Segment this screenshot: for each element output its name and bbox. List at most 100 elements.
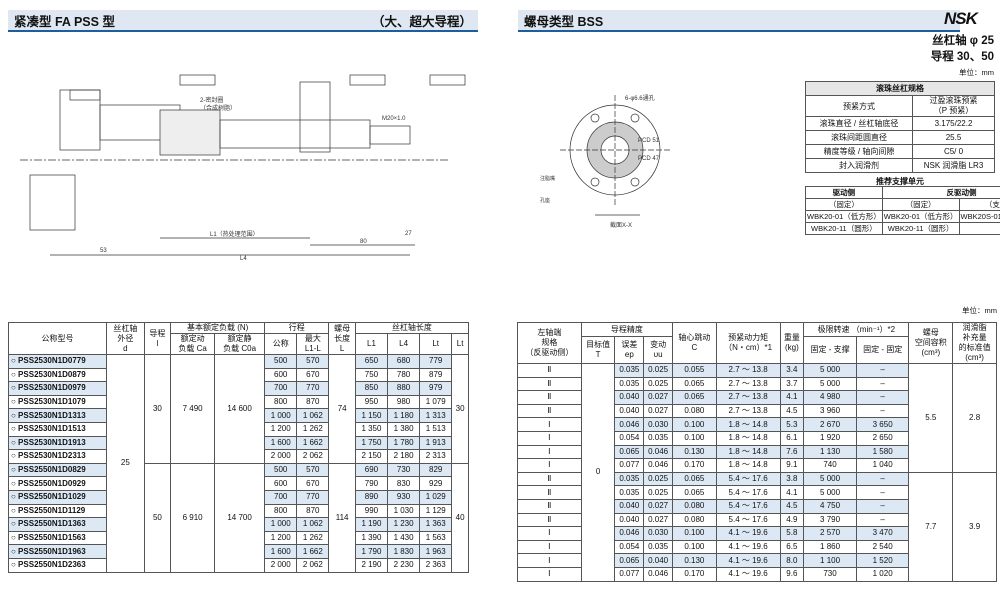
model-cell: ○ PSS2530N1D0879 xyxy=(8,367,107,383)
spec-value: 3.175/22.2 xyxy=(912,116,995,131)
stroke-nominal-cell: 700 xyxy=(264,381,298,396)
nut-section-drawing: 截面X-X PCD 51 PCD 47 6-φ6.6通孔 注脂嘴 孔座 xyxy=(540,94,670,229)
shaft-length-cell: 930 xyxy=(387,489,421,505)
stroke-max-cell: 1 262 xyxy=(296,421,330,437)
lt-cell: 30 xyxy=(451,354,469,464)
shaft-length-cell: 1 963 xyxy=(419,544,453,559)
var-cell: 0.040 xyxy=(643,553,674,568)
err-cell: 0.035 xyxy=(614,471,645,487)
model-cell: ○ PSS2530N1D1513 xyxy=(8,421,107,437)
col-L4: L4 xyxy=(387,333,421,355)
model-cell: ○ PSS2550N1D1129 xyxy=(8,503,107,519)
lead-cell: 30 xyxy=(143,354,172,464)
stroke-nominal-cell: 2 000 xyxy=(264,557,298,573)
stroke-max-cell: 2 062 xyxy=(296,449,330,464)
stroke-max-cell: 570 xyxy=(296,354,330,369)
speed-fix-sup-cell: 5 000 xyxy=(803,363,857,378)
torque-cell: 5.4 ～ 17.6 xyxy=(715,512,781,528)
spec-heading: 丝杠轴 φ 25 导程 30、50 单位：mm xyxy=(931,33,994,81)
nut-section xyxy=(159,109,221,156)
config-cell: Ⅰ xyxy=(517,444,582,460)
target-cell: 0 xyxy=(580,363,616,582)
support-opp-support: （支撑） xyxy=(958,198,1000,211)
speed-fix-sup-cell: 730 xyxy=(803,566,857,582)
support-cell: WBK20-01（低方形） xyxy=(881,210,960,223)
speed-fix-sup-cell: 3 790 xyxy=(803,512,857,528)
config-cell: Ⅱ xyxy=(517,471,582,487)
var-cell: 0.035 xyxy=(643,430,674,446)
runout-cell: 0.065 xyxy=(672,485,717,500)
speed-fix-fix-cell: – xyxy=(855,390,910,405)
col-load: 基本额定负载 (N) xyxy=(170,322,266,334)
col-var: 变动 υu xyxy=(643,336,674,364)
col-shaftlen: 丝杠轴长度 xyxy=(354,322,470,334)
config-cell: Ⅰ xyxy=(517,566,582,582)
support-cell: WBK20-11（圆形） xyxy=(805,222,883,235)
runout-cell: 0.080 xyxy=(672,512,717,528)
label-L1: L1（热处理范围） xyxy=(210,230,259,238)
table-unit: 单位：mm xyxy=(962,306,997,315)
label-pcd47: PCD 47 xyxy=(638,156,660,162)
shaft-dia-cell: 25 xyxy=(106,354,145,573)
err-cell: 0.054 xyxy=(614,539,645,555)
shaft-length-cell: 990 xyxy=(354,503,389,519)
shaft-length-cell: 850 xyxy=(354,381,389,396)
support-drive: 驱动侧 xyxy=(805,186,883,199)
torque-cell: 1.8 ～ 14.8 xyxy=(715,458,781,473)
weight-cell: 3.4 xyxy=(779,363,805,378)
col-L5: Lt xyxy=(419,333,453,355)
shaft-length-cell: 1 830 xyxy=(387,544,421,559)
col-fix-sup: 固定 - 支撑 xyxy=(803,336,857,364)
label-grease: 注脂嘴 xyxy=(540,175,555,182)
col-runout: 轴心跳动 C xyxy=(672,322,717,364)
config-cell: Ⅰ xyxy=(517,430,582,446)
label-pcd51: PCD 51 xyxy=(638,138,660,144)
config-cell: Ⅱ xyxy=(517,376,582,392)
label-holes: 6-φ6.6通孔 xyxy=(625,94,655,102)
col-grease: 润滑脂 补充量 的标准值 (cm³) xyxy=(952,322,997,364)
bolt-hole xyxy=(590,177,600,187)
runout-cell: 0.065 xyxy=(672,390,717,405)
label-resin: （合成树脂） xyxy=(200,104,236,112)
var-cell: 0.046 xyxy=(643,566,674,582)
err-cell: 0.077 xyxy=(614,566,645,582)
weight-cell: 7.6 xyxy=(779,444,805,460)
config-cell: Ⅰ xyxy=(517,526,582,541)
var-cell: 0.025 xyxy=(643,485,674,500)
support-cell: WBK20S-01（低方形） xyxy=(958,210,1000,223)
shaft-length-cell: 1 563 xyxy=(419,530,453,546)
torque-cell: 2.7 ～ 13.8 xyxy=(715,403,781,419)
speed-fix-fix-cell: 1 040 xyxy=(855,458,910,473)
runout-cell: 0.170 xyxy=(672,566,717,582)
shaft-length-cell: 1 313 xyxy=(419,408,453,423)
stroke-max-cell: 1 262 xyxy=(296,530,330,546)
ca-cell: 6 910 xyxy=(170,462,216,573)
grease-cell: 2.8 xyxy=(952,363,997,473)
weight-cell: 9.1 xyxy=(779,458,805,473)
speed-fix-fix-cell: – xyxy=(855,498,910,514)
speed-fix-fix-cell: 2 540 xyxy=(855,539,910,555)
col-weight: 重量 (kg) xyxy=(779,322,805,364)
model-cell: ○ PSS2550N1D1563 xyxy=(8,530,107,546)
shaft-length-cell: 779 xyxy=(419,354,453,369)
shaft-length-cell: 1 079 xyxy=(419,394,453,410)
torque-cell: 5.4 ～ 17.6 xyxy=(715,498,781,514)
shaft-length-cell: 680 xyxy=(387,354,421,369)
speed-fix-fix-cell: – xyxy=(855,512,910,528)
spec-lead: 导程 30、50 xyxy=(930,51,994,63)
label-thread: M20×1.0 xyxy=(382,116,406,122)
weight-cell: 9.6 xyxy=(779,566,805,582)
speed-fix-sup-cell: 5 000 xyxy=(803,376,857,392)
shaft-length-cell: 2 230 xyxy=(387,557,421,573)
label-53: 53 xyxy=(100,248,107,254)
speed-fix-sup-cell: 1 100 xyxy=(803,553,857,568)
weight-cell: 6.5 xyxy=(779,539,805,555)
